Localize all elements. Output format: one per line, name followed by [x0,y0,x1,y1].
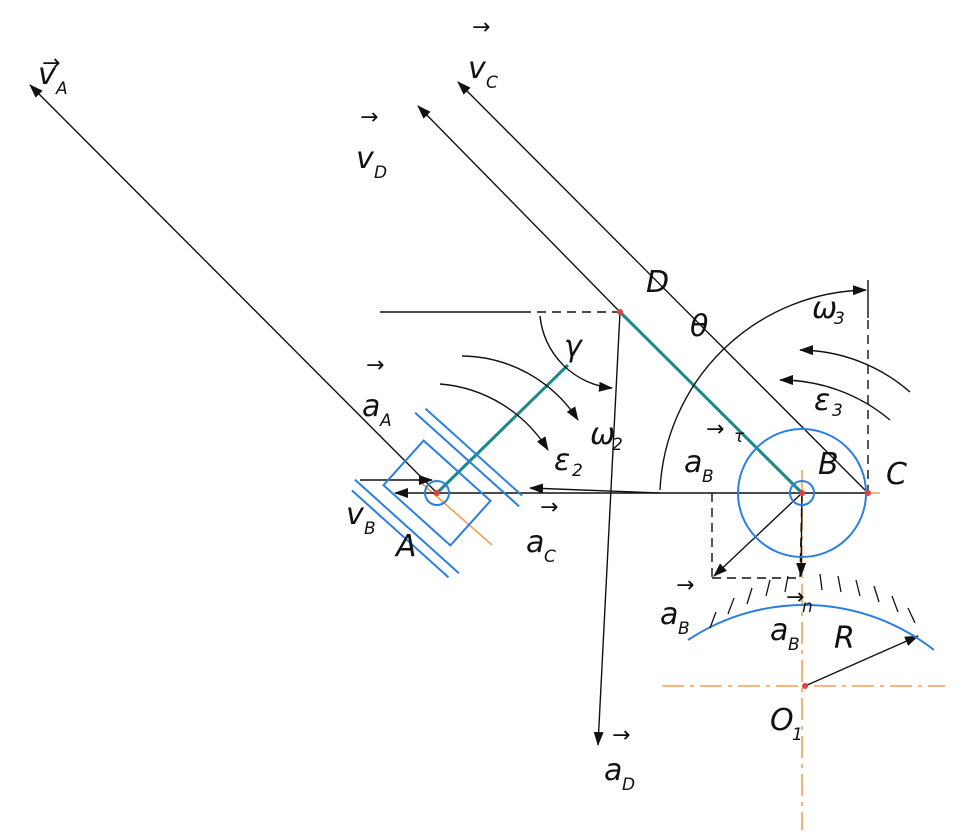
label-epsilon-3-sub: 3 [832,401,843,421]
joint-b [789,480,815,506]
label-v-d-sub: D [374,163,387,183]
axis-lines [417,470,945,830]
label-omega-3-sub: 3 [834,309,845,329]
vec-arrow-ab-n: → [786,585,804,610]
label-a-d-sub: D [622,775,635,795]
acceleration-vector-d [593,311,621,746]
label-a-b-n-sub: B [788,635,800,655]
label-a-a-sub: A [379,411,392,431]
label-a-b-tau-sub: B [702,467,714,487]
label-v-c-sub: C [486,73,498,93]
label-a-b-n: a [770,613,788,648]
joint-a [424,480,450,506]
label-o: O [770,703,794,738]
points [434,309,871,689]
vec-arrow-ab-tau: → [706,417,724,442]
slider-block [382,439,492,547]
fixed-surface-arc [687,604,935,651]
label-epsilon-3: ε [814,383,830,418]
vec-arrow-ab: → [676,573,694,598]
surface-hatching [709,573,916,629]
acceleration-vector-b [713,492,803,577]
label-o-sub: 1 [792,725,803,745]
label-point-c: C [886,457,907,492]
label-theta: θ [690,309,708,344]
slider-a [351,407,523,579]
vec-arrow-vc: → [472,15,490,40]
label-epsilon-2-sub: 2 [572,461,583,481]
label-a-c-sub: C [544,547,556,567]
point-c [865,490,871,496]
label-a-c: a [526,525,544,560]
acceleration-vectors [360,311,919,746]
point-d [617,309,623,315]
label-point-a: A [394,529,417,564]
label-a-a: a [362,389,380,424]
label-omega-3: ω [812,291,837,326]
label-a-b: a [660,597,678,632]
slider-guide-top-outer [424,407,523,497]
label-v-b: v [346,497,365,532]
point-a [434,490,440,496]
omega3-arc [799,345,911,393]
rotation-arcs [439,285,911,491]
slider-guide-top [414,411,520,508]
link-a [435,363,570,495]
label-point-d: D [646,265,669,300]
labels: → v A → v C → v D → a A v B A → a C ε 2 … [38,15,907,795]
velocity-vectors [29,81,869,494]
eps2-arc [439,383,549,451]
label-v-a: v [38,57,57,92]
label-radius-r: R [834,621,855,656]
label-epsilon-2: ε [554,443,570,478]
mechanism-links [435,310,868,495]
link-db [618,310,804,495]
label-tau: τ [734,427,745,447]
eps3-arc [779,374,891,421]
label-omega-2-sub: 2 [612,435,623,455]
omega2-arc [461,355,579,421]
label-a-b-tau: a [684,445,702,480]
label-gamma: γ [564,329,584,364]
label-a-b-sub: B [678,619,690,639]
label-v-d: v [356,141,375,176]
vec-arrow-ad: → [612,723,630,748]
acceleration-vector-c [529,483,661,494]
label-v-a-sub: A [55,79,68,99]
point-b [799,490,805,496]
velocity-vector-d [417,105,621,313]
vec-arrow-aa: → [366,353,384,378]
velocity-vector-c [457,81,869,494]
label-a-d: a [604,753,622,788]
vec-arrow-ac: → [540,495,558,520]
slider-guide-bottom [354,478,460,575]
slider-guide-bottom-outer [351,489,450,579]
vec-arrow-va: → [42,51,60,76]
point-o1 [802,683,808,689]
acceleration-vector-b-normal [796,492,807,577]
label-v-b-sub: B [364,519,376,539]
gamma-arc [539,315,613,392]
label-n: n [802,597,813,617]
label-v-c: v [468,51,487,86]
label-omega-2: ω [590,417,615,452]
theta-arc [659,285,867,491]
radius-vector-r [804,635,919,687]
velocity-vector-a [29,84,438,494]
vec-arrow-vd: → [360,105,378,130]
label-point-b: B [818,447,839,482]
slider-axis [417,479,493,546]
